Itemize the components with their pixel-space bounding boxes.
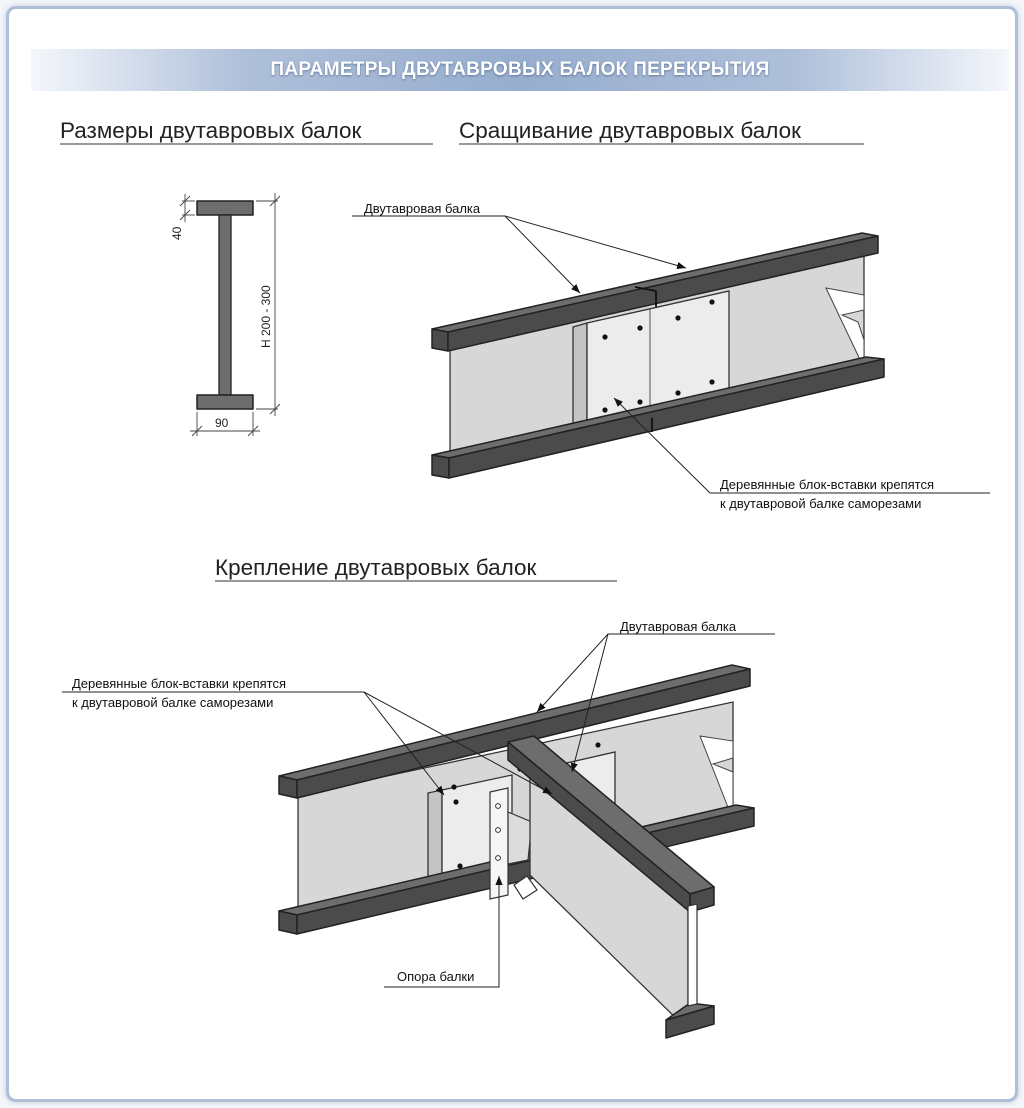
bottom-flange-section: [196, 394, 254, 410]
mount-blocks-leader-b: [363, 691, 553, 795]
mount-beam-label: Двутавровая балка: [620, 619, 737, 634]
sizes-title: Размеры двутавровых балок: [60, 118, 362, 143]
splice-beam-leader-a: [504, 215, 581, 294]
hanger-tab: [507, 811, 533, 865]
secondary-beam-end-web: [687, 903, 698, 1007]
splice-blocks-label-line1: Деревянные блок-вставки крепятся: [720, 477, 934, 492]
splice-beam-label: Двутавровая балка: [364, 201, 481, 216]
height-label: H 200 - 300: [259, 285, 273, 348]
splice-beam: [431, 232, 885, 479]
mount-beam-leader-a: [536, 633, 609, 713]
web-section: [218, 214, 232, 396]
splice-blocks-label-line2: к двутавровой балке саморезами: [720, 496, 921, 511]
splice-blocks-leader: [613, 397, 711, 494]
splice-title: Сращивание двутавровых балок: [459, 118, 801, 143]
hanger-nails: [495, 803, 501, 861]
splice-beam-leader-b: [504, 215, 687, 269]
hanger-plate: [489, 787, 509, 900]
mount-blocks-leader-a: [363, 691, 445, 796]
width-label: 90: [215, 416, 229, 430]
secondary-beam: [507, 735, 715, 1039]
title-banner: ПАРАМЕТРЫ ДВУТАВРОВЫХ БАЛОК ПЕРЕКРЫТИЯ: [31, 49, 1009, 91]
support-label: Опора балки: [397, 969, 474, 984]
support-leader: [384, 876, 503, 988]
mount-blocks-label-line2: к двутавровой балке саморезами: [72, 695, 273, 710]
banner-title: ПАРАМЕТРЫ ДВУТАВРОВЫХ БАЛОК ПЕРЕКРЫТИЯ: [270, 59, 770, 80]
mount-blocks-label-line1: Деревянные блок-вставки крепятся: [72, 676, 286, 691]
poster-frame: ПАРАМЕТРЫ ДВУТАВРОВЫХ БАЛОК ПЕРЕКРЫТИЯ: [6, 6, 1018, 1102]
splice-top-joint: [634, 286, 657, 292]
mount-title: Крепление двутавровых балок: [215, 555, 537, 580]
splice-screws: [602, 299, 715, 413]
mount-beam-leader-b: [570, 633, 609, 773]
flange-thickness-label: 40: [170, 226, 184, 240]
top-flange-section: [196, 200, 254, 216]
ibeam-cross-section: [179, 193, 281, 437]
hanger-seat: [513, 875, 538, 900]
